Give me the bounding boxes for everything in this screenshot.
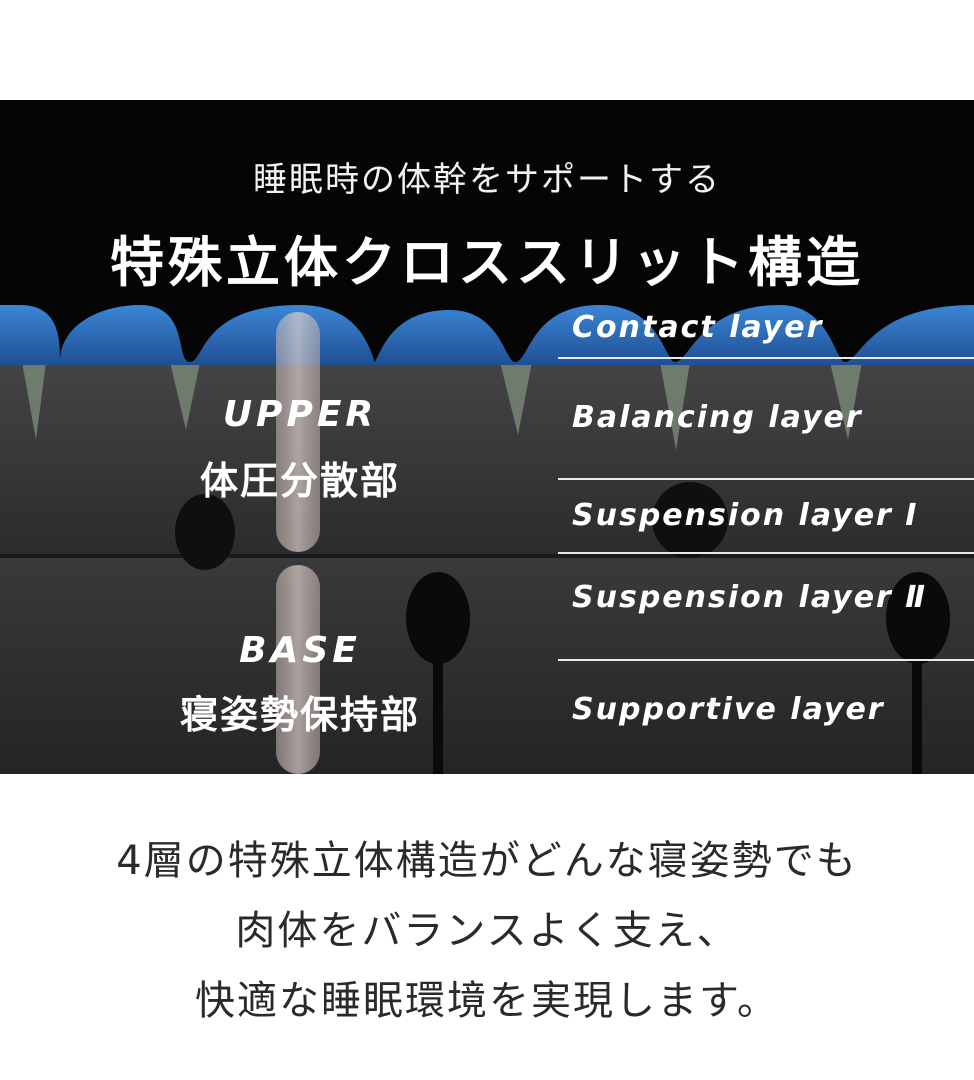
base-foam [0, 555, 974, 774]
hole-right-upper [652, 482, 728, 558]
header-title: 特殊立体クロススリット構造 [110, 231, 864, 294]
hole-lower-right [886, 572, 950, 664]
layer-label-suspension-2: Suspension layer Ⅱ [572, 580, 928, 615]
layer-divider [558, 659, 974, 661]
section-base-jp: 寝姿勢保持部 [179, 693, 420, 737]
caption-line-3: 快適な睡眠環境を実現します。 [195, 978, 779, 1024]
section-base-en: BASE [239, 630, 361, 671]
layer-divider [558, 552, 974, 554]
section-upper-en: UPPER [222, 394, 378, 435]
upper-pill [276, 312, 320, 552]
section-upper-jp: 体圧分散部 [199, 459, 400, 503]
hole-lower-left [406, 572, 470, 664]
layer-divider [558, 478, 974, 480]
base-pill [276, 565, 320, 774]
slit-lower-left [433, 660, 443, 774]
slit-shadows [22, 362, 862, 450]
layer-label-suspension-1: Suspension layer Ⅰ [572, 498, 919, 533]
layer-divider [558, 357, 974, 359]
foam-illustration [0, 305, 974, 774]
layer-label-supportive: Supportive layer [572, 692, 885, 727]
contact-layer [0, 305, 974, 365]
layer-label-contact: Contact layer [572, 310, 824, 345]
layer-label-balancing: Balancing layer [572, 400, 863, 435]
hole-left [175, 494, 235, 570]
header-subtitle: 睡眠時の体幹をサポートする [253, 160, 721, 200]
product-visual-panel: 睡眠時の体幹をサポートする 特殊立体クロススリット構造 Contact laye… [0, 100, 974, 774]
caption-line-2: 肉体をバランスよく支え、 [235, 908, 739, 954]
caption-line-1: 4層の特殊立体構造がどんな寝姿勢でも [116, 838, 858, 884]
upper-foam [0, 362, 974, 554]
base-divider [0, 552, 974, 558]
slit-lower-right [912, 660, 922, 774]
